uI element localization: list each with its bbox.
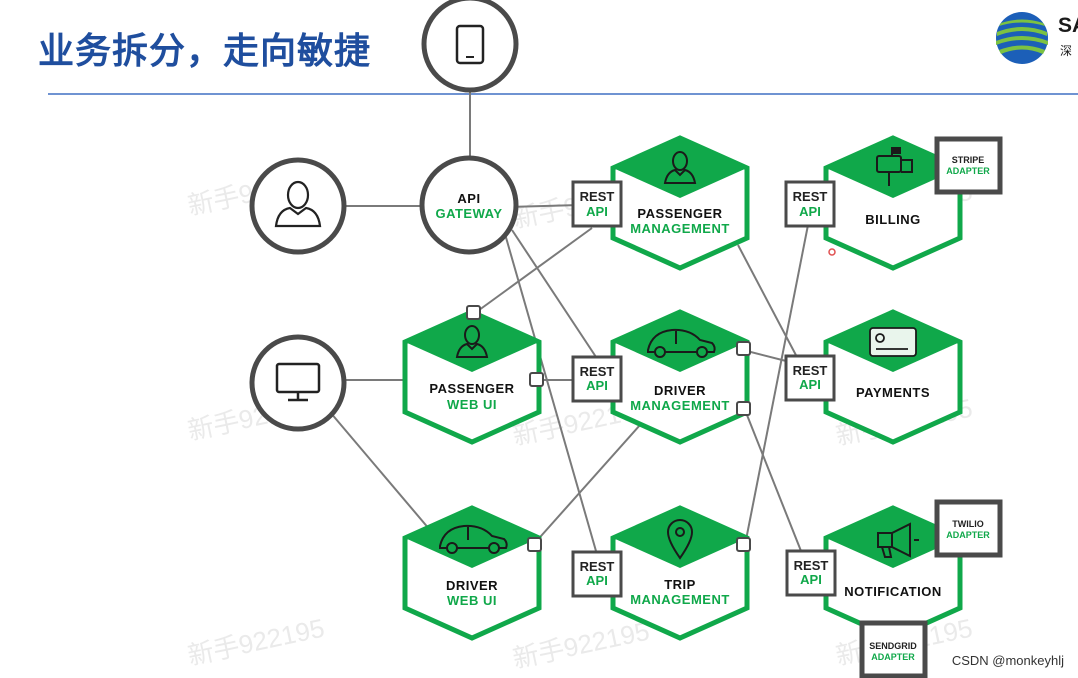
rest-label-sub: API	[800, 572, 822, 587]
rest-label: REST	[580, 559, 615, 574]
rest-label-sub: API	[586, 204, 608, 219]
user-client-node	[249, 157, 347, 255]
driver-web-ui-service[interactable]: DRIVER WEB UI	[402, 505, 542, 641]
service-label-sub: WEB UI	[447, 593, 497, 608]
service-label-sub: WEB UI	[447, 397, 497, 412]
port-square	[736, 537, 751, 552]
rest-label-sub: API	[799, 204, 821, 219]
rest-label: REST	[580, 189, 615, 204]
adapter-label: TWILIO	[952, 519, 984, 529]
trip-management-service[interactable]: TRIP MANAGEMENT	[610, 505, 750, 641]
cursor-dot	[828, 248, 836, 256]
rest-api-box[interactable]: REST API	[785, 549, 837, 597]
twilio-adapter-box[interactable]: TWILIO ADAPTER	[934, 499, 1003, 558]
adapter-label: SENDGRID	[869, 641, 917, 651]
sendgrid-adapter-box[interactable]: SENDGRID ADAPTER	[859, 620, 928, 678]
logo-text: SA	[1058, 14, 1078, 37]
connector-lines	[325, 80, 809, 559]
service-label-sub: MANAGEMENT	[630, 398, 730, 413]
person-icon	[663, 151, 697, 184]
service-label: PASSENGER	[429, 381, 514, 396]
connector-ports	[466, 305, 751, 552]
person-icon	[455, 325, 489, 358]
desktop-client-node	[249, 334, 347, 432]
payments-service[interactable]: PAYMENTS	[823, 309, 963, 445]
port-square	[466, 305, 481, 320]
port-square	[527, 537, 542, 552]
adapter-label-sub: ADAPTER	[946, 530, 990, 540]
rest-label: REST	[794, 558, 829, 573]
adapter-label: STRIPE	[952, 155, 985, 165]
service-label: PASSENGER	[637, 206, 722, 221]
rest-label-sub: API	[586, 378, 608, 393]
api-gateway-node[interactable]: API GATEWAY	[419, 155, 519, 255]
watermark-text: 新手922195	[510, 616, 652, 674]
port-square	[736, 341, 751, 356]
billing-service[interactable]: BILLING	[823, 135, 963, 271]
service-label: DRIVER	[654, 383, 706, 398]
passenger-management-service[interactable]: PASSENGER MANAGEMENT	[610, 135, 750, 271]
service-label: NOTIFICATION	[844, 584, 941, 599]
credit-card-icon	[869, 327, 917, 357]
rest-api-box[interactable]: REST API	[571, 550, 623, 598]
rest-label-sub: API	[586, 573, 608, 588]
logo-subtext: 深	[1060, 44, 1073, 58]
monitor-icon	[275, 362, 321, 402]
driver-management-service[interactable]: DRIVER MANAGEMENT	[610, 309, 750, 445]
rest-api-box[interactable]: REST API	[571, 355, 623, 403]
port-square	[736, 401, 751, 416]
passenger-web-ui-service[interactable]: PASSENGER WEB UI	[402, 309, 542, 445]
mailbox-icon	[876, 147, 913, 186]
service-label: DRIVER	[446, 578, 498, 593]
rest-label: REST	[793, 363, 828, 378]
title-divider	[48, 93, 1078, 95]
company-logo	[996, 12, 1048, 64]
gateway-label-sub: GATEWAY	[435, 206, 502, 221]
service-label: BILLING	[865, 212, 921, 227]
gateway-label: API	[457, 191, 480, 206]
service-label-sub: MANAGEMENT	[630, 592, 730, 607]
mobile-phone-icon	[455, 24, 485, 65]
rest-label-sub: API	[799, 377, 821, 392]
source-credit: CSDN @monkeyhlj	[951, 653, 1064, 668]
location-pin-icon	[666, 519, 694, 560]
rest-api-box[interactable]: REST API	[571, 180, 623, 228]
stripe-adapter-box[interactable]: STRIPE ADAPTER	[934, 136, 1003, 195]
watermark-text: 新手922195	[185, 613, 327, 671]
mobile-client-node	[421, 0, 519, 93]
adapter-label-sub: ADAPTER	[946, 166, 990, 176]
page-title: 业务拆分，走向敏捷	[38, 31, 372, 72]
notification-service[interactable]: NOTIFICATION	[823, 505, 963, 641]
rest-label: REST	[580, 364, 615, 379]
user-icon	[274, 180, 322, 228]
service-label: PAYMENTS	[856, 385, 930, 400]
rest-api-box[interactable]: REST API	[784, 180, 836, 228]
port-square	[529, 372, 544, 387]
megaphone-icon	[877, 522, 919, 558]
car-icon	[439, 524, 508, 554]
rest-label: REST	[793, 189, 828, 204]
service-label: TRIP	[664, 577, 696, 592]
service-label-sub: MANAGEMENT	[630, 221, 730, 236]
rest-api-box[interactable]: REST API	[784, 354, 836, 402]
adapter-label-sub: ADAPTER	[871, 652, 915, 662]
car-icon	[647, 328, 716, 358]
